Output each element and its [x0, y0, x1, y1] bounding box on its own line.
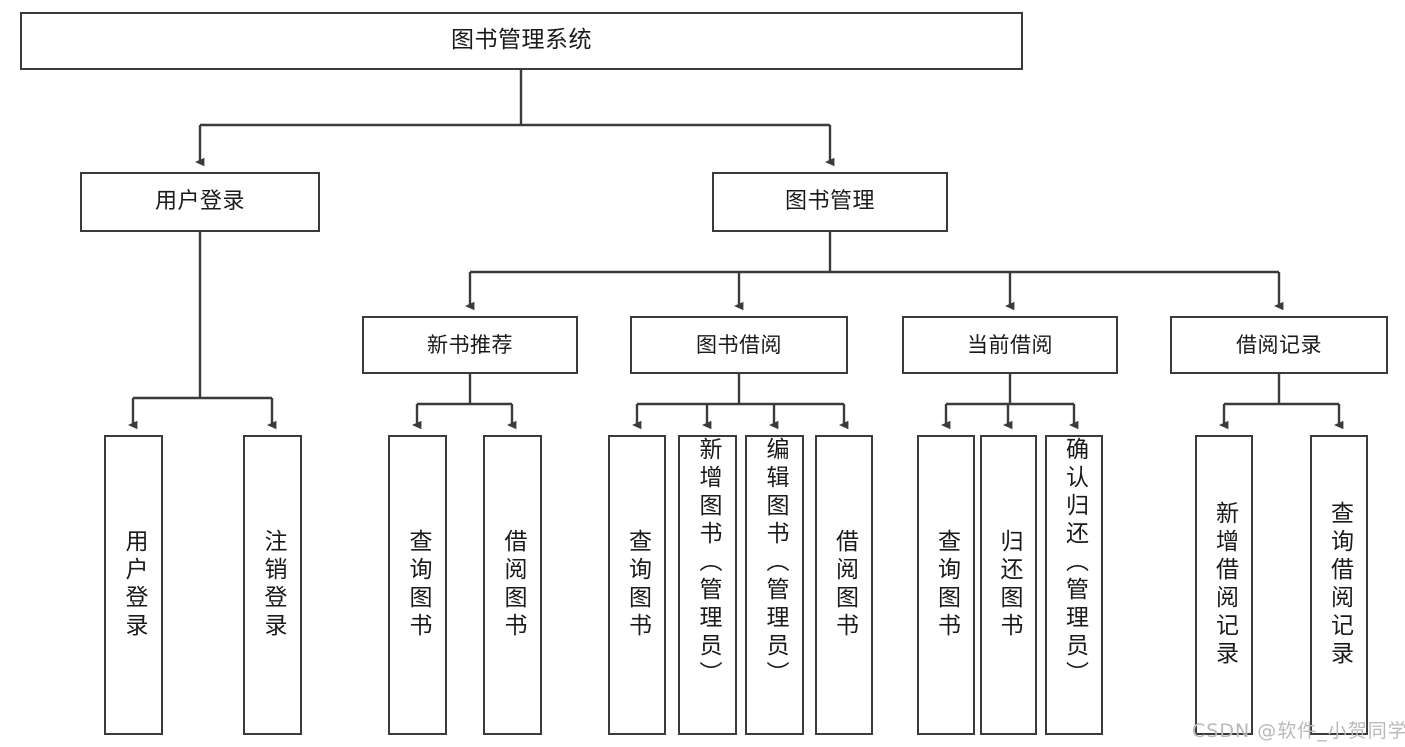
leaf-query-book-recommend-label: 查询图书	[405, 529, 431, 641]
node-new-book-recommend[interactable]: 新书推荐	[362, 316, 578, 374]
leaf-query-book-borrow-label: 查询图书	[624, 529, 651, 641]
node-new-book-recommend-label: 新书推荐	[427, 332, 513, 357]
leaf-return-book-label: 归还图书	[996, 529, 1022, 641]
leaf-query-book-current-label: 查询图书	[933, 529, 960, 641]
leaf-add-borrow-record[interactable]: 新增借阅记录	[1195, 435, 1253, 735]
leaf-query-borrow-record[interactable]: 查询借阅记录	[1310, 435, 1368, 735]
node-root[interactable]: 图书管理系统	[20, 12, 1023, 70]
leaf-query-book-borrow[interactable]: 查询图书	[608, 435, 666, 735]
leaf-add-book-admin[interactable]: 新增图书（管理员）	[678, 435, 737, 735]
node-user-login[interactable]: 用户登录	[80, 172, 320, 232]
node-book-management[interactable]: 图书管理	[712, 172, 948, 232]
leaf-user-login-label: 用户登录	[121, 529, 147, 641]
leaf-borrow-book[interactable]: 借阅图书	[815, 435, 873, 735]
leaf-return-book[interactable]: 归还图书	[980, 435, 1037, 735]
leaf-confirm-return-admin[interactable]: 确认归还（管理员）	[1045, 435, 1103, 735]
leaf-query-borrow-record-label: 查询借阅记录	[1326, 501, 1353, 669]
leaf-borrow-book-recommend-label: 借阅图书	[500, 529, 526, 641]
leaf-edit-book-admin[interactable]: 编辑图书（管理员）	[745, 435, 804, 735]
watermark: CSDN @软件_小贺同学	[1192, 720, 1405, 742]
node-borrow-record-label: 借阅记录	[1236, 332, 1322, 357]
node-current-borrow-label: 当前借阅	[967, 332, 1053, 357]
node-user-login-label: 用户登录	[154, 189, 245, 215]
leaf-user-login[interactable]: 用户登录	[104, 435, 163, 735]
node-book-management-label: 图书管理	[784, 189, 875, 215]
leaf-edit-book-admin-label: 编辑图书（管理员）	[762, 437, 788, 689]
node-root-label: 图书管理系统	[451, 27, 592, 54]
leaf-query-book-current[interactable]: 查询图书	[917, 435, 975, 735]
leaf-add-borrow-record-label: 新增借阅记录	[1211, 501, 1238, 669]
leaf-borrow-book-label: 借阅图书	[831, 529, 858, 641]
node-borrow-record[interactable]: 借阅记录	[1170, 316, 1388, 374]
leaf-logout-label: 注销登录	[260, 529, 286, 641]
node-current-borrow[interactable]: 当前借阅	[902, 316, 1118, 374]
node-book-borrow-label: 图书借阅	[696, 332, 782, 357]
leaf-add-book-admin-label: 新增图书（管理员）	[695, 437, 721, 689]
leaf-logout[interactable]: 注销登录	[243, 435, 302, 735]
leaf-confirm-return-admin-label: 确认归还（管理员）	[1061, 437, 1088, 689]
node-book-borrow[interactable]: 图书借阅	[630, 316, 848, 374]
leaf-query-book-recommend[interactable]: 查询图书	[388, 435, 447, 735]
leaf-borrow-book-recommend[interactable]: 借阅图书	[483, 435, 542, 735]
